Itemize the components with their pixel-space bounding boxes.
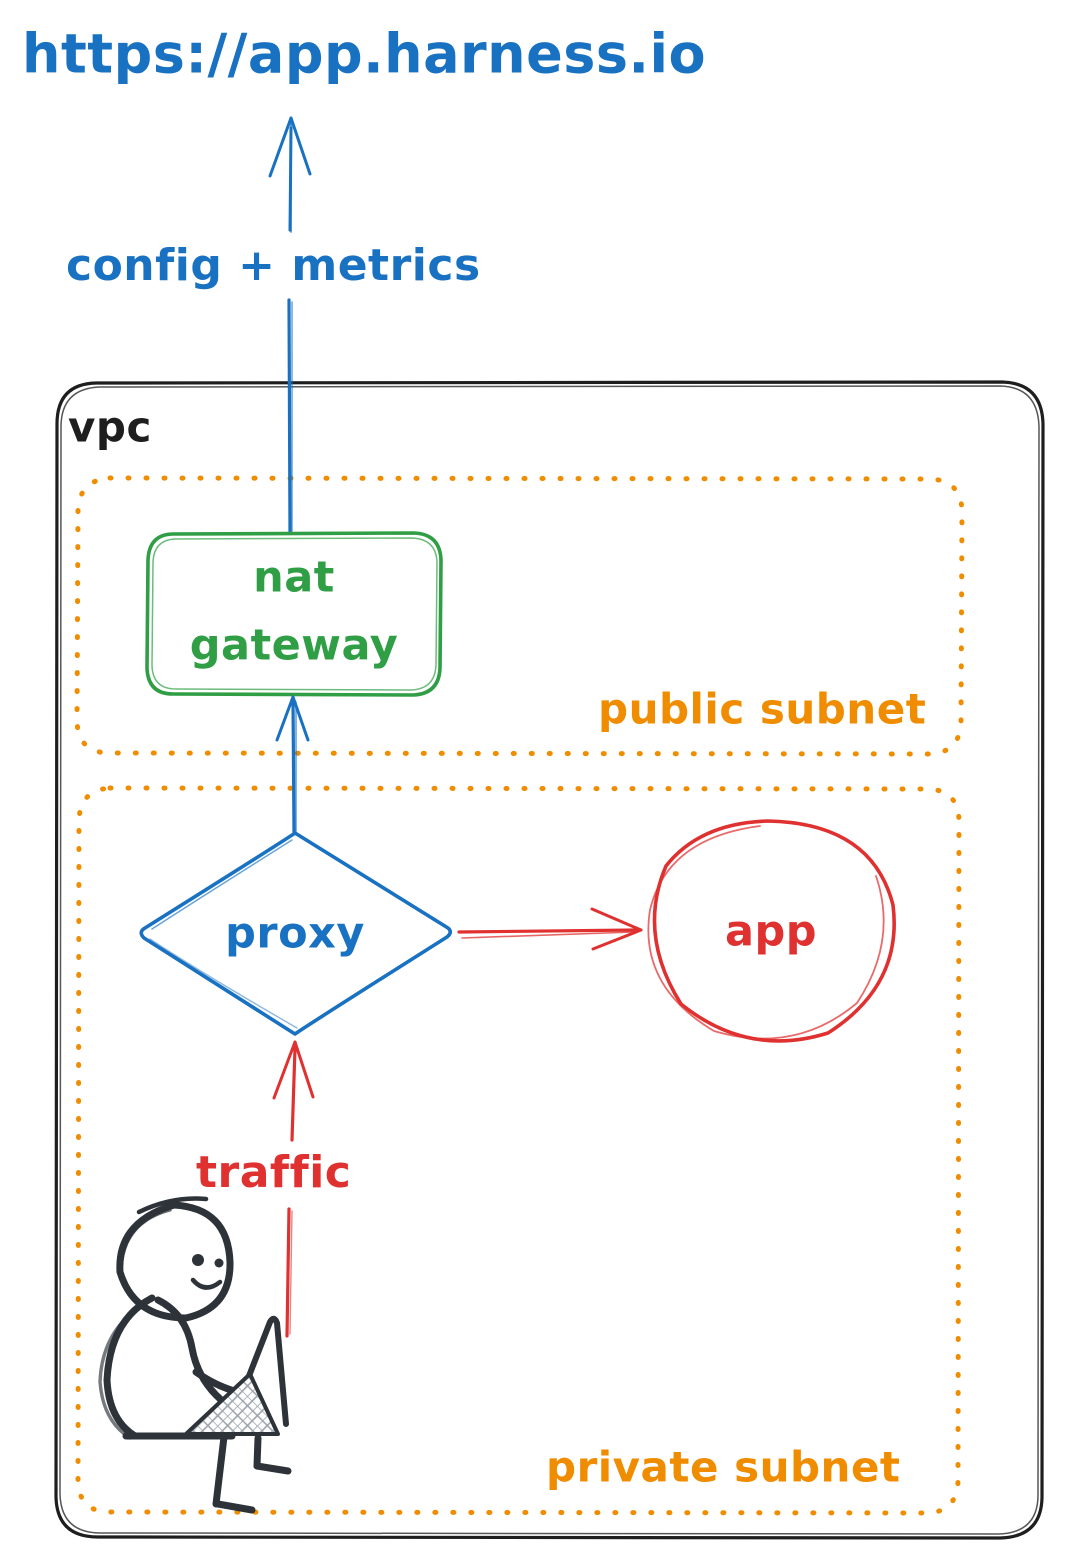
proxy-label: proxy (225, 909, 365, 959)
private-subnet-label: private subnet (546, 1443, 901, 1492)
config-metrics-label: config + metrics (66, 240, 481, 291)
nat-gateway-label-line2: gateway (190, 621, 398, 671)
vpc-boundary (54, 380, 1045, 1540)
nat-gateway-label-line1: nat (253, 553, 335, 603)
nat-gateway-node[interactable]: nat gateway (145, 531, 443, 697)
traffic-label: traffic (196, 1147, 351, 1198)
app-label: app (725, 907, 817, 957)
proxy-node[interactable]: proxy (139, 831, 453, 1036)
proxy-to-app-arrow (457, 907, 643, 951)
vpc-label: vpc (68, 403, 152, 452)
endpoint-url-label: https://app.harness.io (22, 23, 706, 86)
eye-right (214, 1258, 224, 1268)
traffic-arrow (272, 1040, 315, 1338)
config-metrics-arrow (268, 116, 312, 535)
user-with-laptop (98, 1196, 292, 1514)
proxy-to-nat-arrow (275, 695, 310, 835)
eye-left (192, 1254, 204, 1266)
app-node[interactable]: app (647, 819, 896, 1043)
public-subnet-label: public subnet (598, 685, 926, 734)
public-subnet-boundary (74, 475, 965, 757)
